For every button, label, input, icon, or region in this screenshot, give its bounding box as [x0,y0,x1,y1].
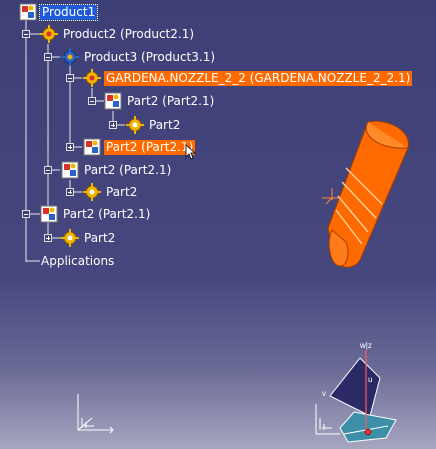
toggle-gardena-part-body[interactable] [109,121,117,129]
compass-u-label: u [368,375,372,384]
tree-item-applications[interactable]: Applications [39,251,116,271]
tree-label-product3-part: Part2 (Part2.1) [104,139,196,155]
tree-item-product2-part-body[interactable]: Part2 [83,182,139,202]
tree-item-product2[interactable]: Product2 (Product2.1) [40,24,196,44]
compass-icon[interactable]: w|z u v [310,338,410,444]
toggle-product3[interactable] [44,53,52,61]
axis-icon [77,394,114,434]
part-icon [83,138,101,156]
part-icon [40,205,58,223]
product-icon [61,48,79,66]
toggle-product2-part[interactable] [44,166,52,174]
part-icon [104,92,122,110]
toggle-product2-part-body[interactable] [66,188,74,196]
tree-item-product1[interactable]: Product1 [19,2,99,22]
toggle-gardena-part[interactable] [88,97,96,105]
tree-item-gardena-part[interactable]: Part2 (Part2.1) [104,91,216,111]
part-icon [61,161,79,179]
tree-label-product3: Product3 (Product3.1) [84,49,216,64]
toggle-root-part[interactable] [22,210,30,218]
tree-label-gardena-part: Part2 (Part2.1) [127,93,215,108]
tree-item-root-part-body[interactable]: Part2 [61,228,117,248]
gear-icon [83,69,101,87]
gear-icon [83,183,101,201]
tree-item-gardena-part-body[interactable]: Part2 [126,115,182,135]
tree-label-gardena-part-body: Part2 [149,117,181,132]
tree-label-product1: Product1 [38,3,99,21]
toggle-root-part-body[interactable] [44,234,52,242]
toggle-product2[interactable] [22,30,30,38]
tree-item-gardena[interactable]: GARDENA.NOZZLE_2_2 (GARDENA.NOZZLE_2_2.1… [83,68,413,88]
tree-label-gardena: GARDENA.NOZZLE_2_2 (GARDENA.NOZZLE_2_2.1… [104,70,413,86]
compass-w-label: w|z [359,341,372,350]
tree-label-root-part: Part2 (Part2.1) [63,206,151,221]
gear-icon [61,229,79,247]
tree-label-product2-part-body: Part2 [106,184,138,199]
tree-label-product2-part: Part2 (Part2.1) [84,162,172,177]
toggle-product3-part[interactable] [66,143,74,151]
gear-icon [40,25,58,43]
gear-icon [126,116,144,134]
tree-item-product2-part[interactable]: Part2 (Part2.1) [61,160,173,180]
tree-label-root-part-body: Part2 [84,230,116,245]
cursor-icon [185,144,197,160]
tree-item-product3-part[interactable]: Part2 (Part2.1) [83,137,196,157]
compass-v-label: v [322,389,326,398]
tree-label-product2: Product2 (Product2.1) [63,26,195,41]
tree-item-root-part[interactable]: Part2 (Part2.1) [40,204,152,224]
tree-label-applications: Applications [41,253,115,268]
product-icon [19,3,37,21]
toggle-gardena[interactable] [66,74,74,82]
tree-item-product3[interactable]: Product3 (Product3.1) [61,47,217,67]
nozzle-3d-model[interactable] [320,118,420,278]
